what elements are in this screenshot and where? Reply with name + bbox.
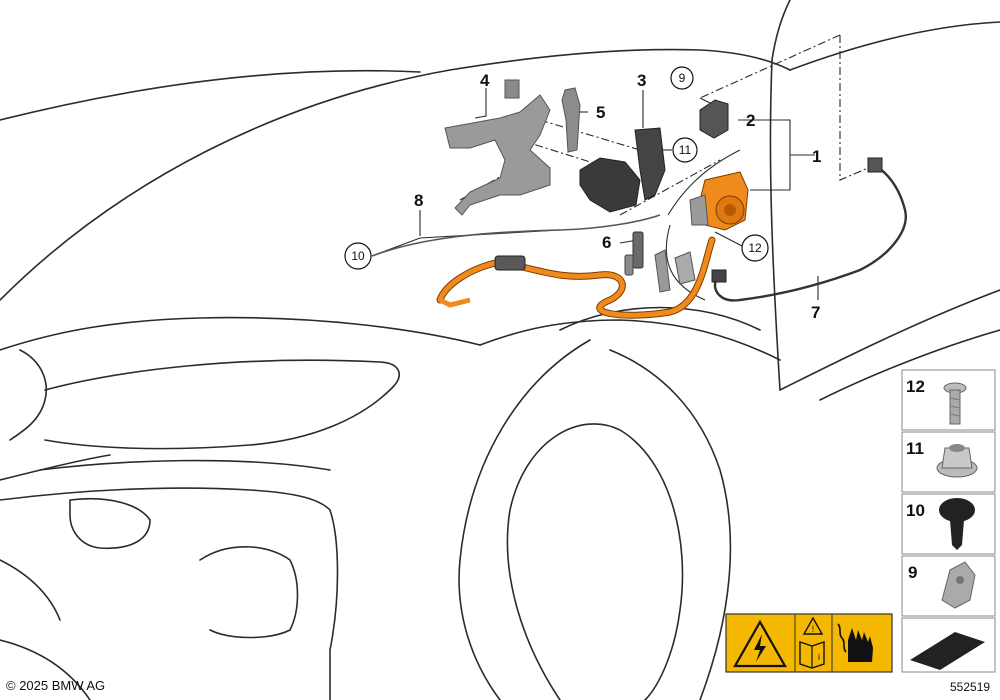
circled-callout-9: 9 bbox=[670, 66, 694, 90]
svg-text:12: 12 bbox=[906, 377, 925, 396]
expanding-rivet-icon bbox=[939, 498, 975, 550]
circled-callout-11: 11 bbox=[672, 137, 698, 163]
nut-icon bbox=[936, 444, 978, 478]
legend-item-nut: 11 bbox=[901, 431, 996, 493]
charging-socket bbox=[689, 171, 749, 231]
callout-1: 1 bbox=[812, 147, 821, 166]
callout-7: 7 bbox=[811, 303, 820, 322]
svg-text:12: 12 bbox=[748, 241, 762, 255]
svg-text:9: 9 bbox=[679, 71, 686, 85]
svg-text:i: i bbox=[818, 652, 820, 662]
wiring-harness-7 bbox=[711, 157, 907, 302]
bracket-3 bbox=[634, 127, 666, 201]
manual-icon: i bbox=[799, 641, 825, 669]
callout-4: 4 bbox=[480, 71, 490, 90]
circled-callout-10: 10 bbox=[344, 242, 372, 270]
high-voltage-cable bbox=[436, 236, 716, 319]
callout-8: 8 bbox=[414, 191, 423, 210]
circled-callout-12: 12 bbox=[741, 234, 769, 262]
screw-icon bbox=[943, 382, 967, 425]
pins-6 bbox=[624, 231, 696, 293]
reference-number: 552519 bbox=[950, 680, 991, 694]
bracket-5 bbox=[561, 87, 581, 153]
clip-icon bbox=[941, 561, 976, 609]
do-not-touch-icon bbox=[837, 623, 873, 662]
caution-icon: ! bbox=[802, 616, 824, 635]
svg-text:9: 9 bbox=[908, 563, 917, 582]
legend-item-screw: 12 bbox=[901, 369, 996, 431]
cable-8 bbox=[371, 214, 661, 257]
bracket-4 bbox=[444, 79, 551, 216]
callout-3: 3 bbox=[637, 71, 646, 90]
callout-5: 5 bbox=[596, 103, 605, 122]
svg-text:10: 10 bbox=[906, 501, 925, 520]
warning-label: ! i bbox=[725, 613, 893, 673]
callout-2: 2 bbox=[746, 111, 755, 130]
module-2 bbox=[699, 99, 729, 139]
legend-item-rivet: 10 bbox=[901, 493, 996, 555]
legend-item-clip: 9 bbox=[901, 555, 996, 617]
svg-text:!: ! bbox=[812, 624, 815, 634]
svg-text:11: 11 bbox=[906, 439, 924, 458]
svg-text:10: 10 bbox=[351, 249, 365, 263]
copyright-text: © 2025 BMW AG bbox=[6, 678, 106, 693]
legend-panel: 12 11 10 bbox=[901, 369, 996, 617]
holder-block bbox=[579, 157, 641, 213]
sheet-panel-icon bbox=[901, 617, 996, 673]
svg-text:11: 11 bbox=[679, 143, 692, 157]
high-voltage-warning-icon bbox=[733, 619, 787, 668]
callout-6: 6 bbox=[602, 233, 611, 252]
